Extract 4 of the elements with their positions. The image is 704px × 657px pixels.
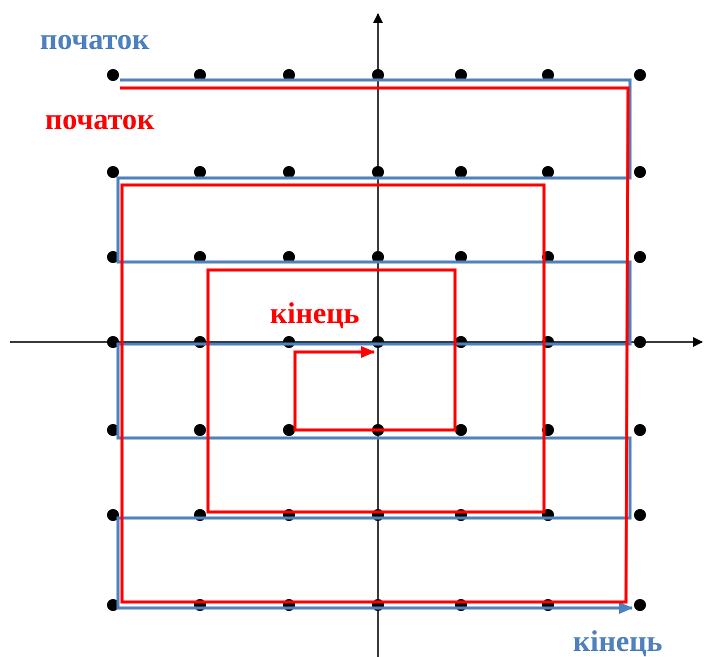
start-label: початок <box>40 24 150 56</box>
end-label: кінець <box>573 626 662 657</box>
end-label: кінець <box>270 298 360 330</box>
start-label: початок <box>45 104 154 136</box>
